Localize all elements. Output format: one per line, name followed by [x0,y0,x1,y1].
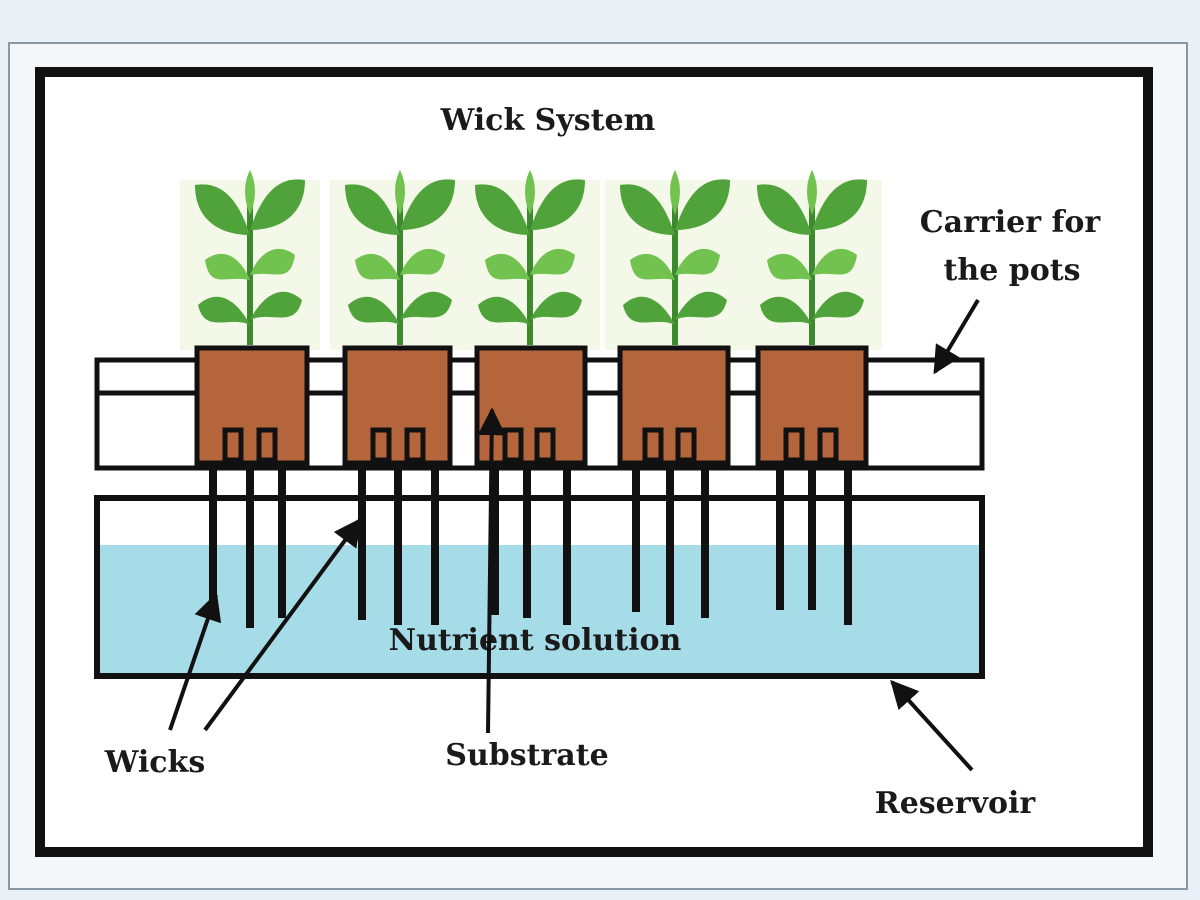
plant-icon [330,170,470,350]
arrow-reservoir [890,679,974,772]
pot [194,345,310,466]
arrow-carrier [933,298,980,375]
nutrient-solution-label: Nutrient solution [389,623,682,658]
plant-icon [605,170,745,350]
plant-icon [742,170,882,350]
pots [194,345,869,466]
substrate-label: Substrate [445,738,608,773]
reservoir [94,495,985,679]
plants [180,170,882,350]
pot [474,345,588,466]
pot [617,345,731,466]
arrows [168,298,980,772]
plant-icon [460,170,600,350]
wicks-label: Wicks [104,745,206,780]
wicks [209,460,852,628]
diagram-title: Wick System [440,103,656,138]
arrow-substrate [477,407,506,734]
pot [755,345,869,466]
plant-icon [180,170,320,350]
pot [342,345,453,466]
carrier-label-line1: Carrier for [920,205,1102,240]
reservoir-label: Reservoir [875,786,1037,821]
arrow-wick-2 [203,517,362,732]
arrow-wick-1 [168,592,222,731]
carrier-label-line2: the pots [944,253,1081,288]
